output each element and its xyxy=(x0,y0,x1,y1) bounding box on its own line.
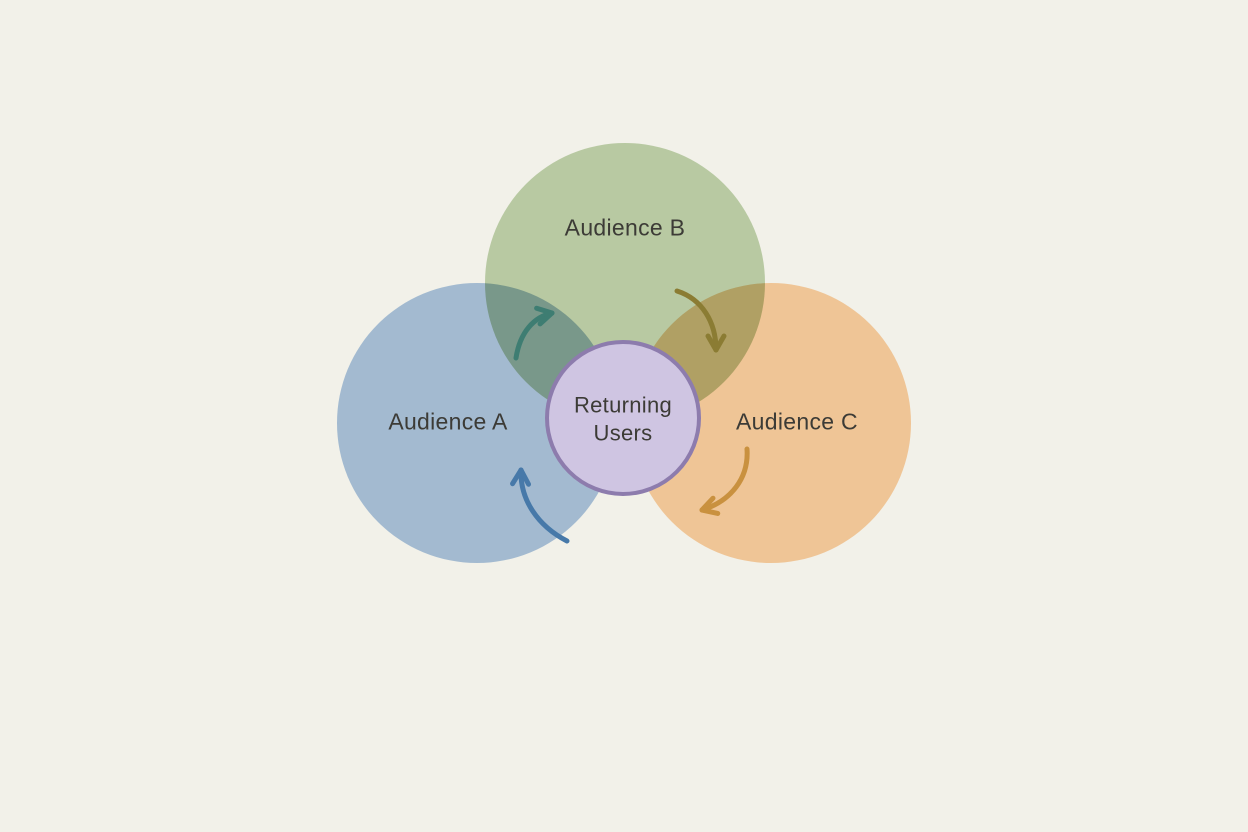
arrow-into-a xyxy=(510,467,570,544)
label-audience-a: Audience A xyxy=(388,408,508,435)
center-label-line1: Returning xyxy=(573,392,673,418)
label-audience-c: Audience C xyxy=(736,408,858,435)
arrow-b-to-c xyxy=(674,288,727,353)
arrow-out-of-c xyxy=(699,446,750,516)
arrow-a-to-b xyxy=(513,305,555,361)
center-label-line2: Users xyxy=(593,420,653,445)
center-circle-returning-users xyxy=(547,342,699,494)
center-label: Returning Users xyxy=(574,392,672,447)
label-audience-b: Audience B xyxy=(564,214,686,241)
circle-audience-c xyxy=(631,283,911,563)
circle-audience-a xyxy=(337,283,617,563)
center-circle-border xyxy=(545,340,701,496)
